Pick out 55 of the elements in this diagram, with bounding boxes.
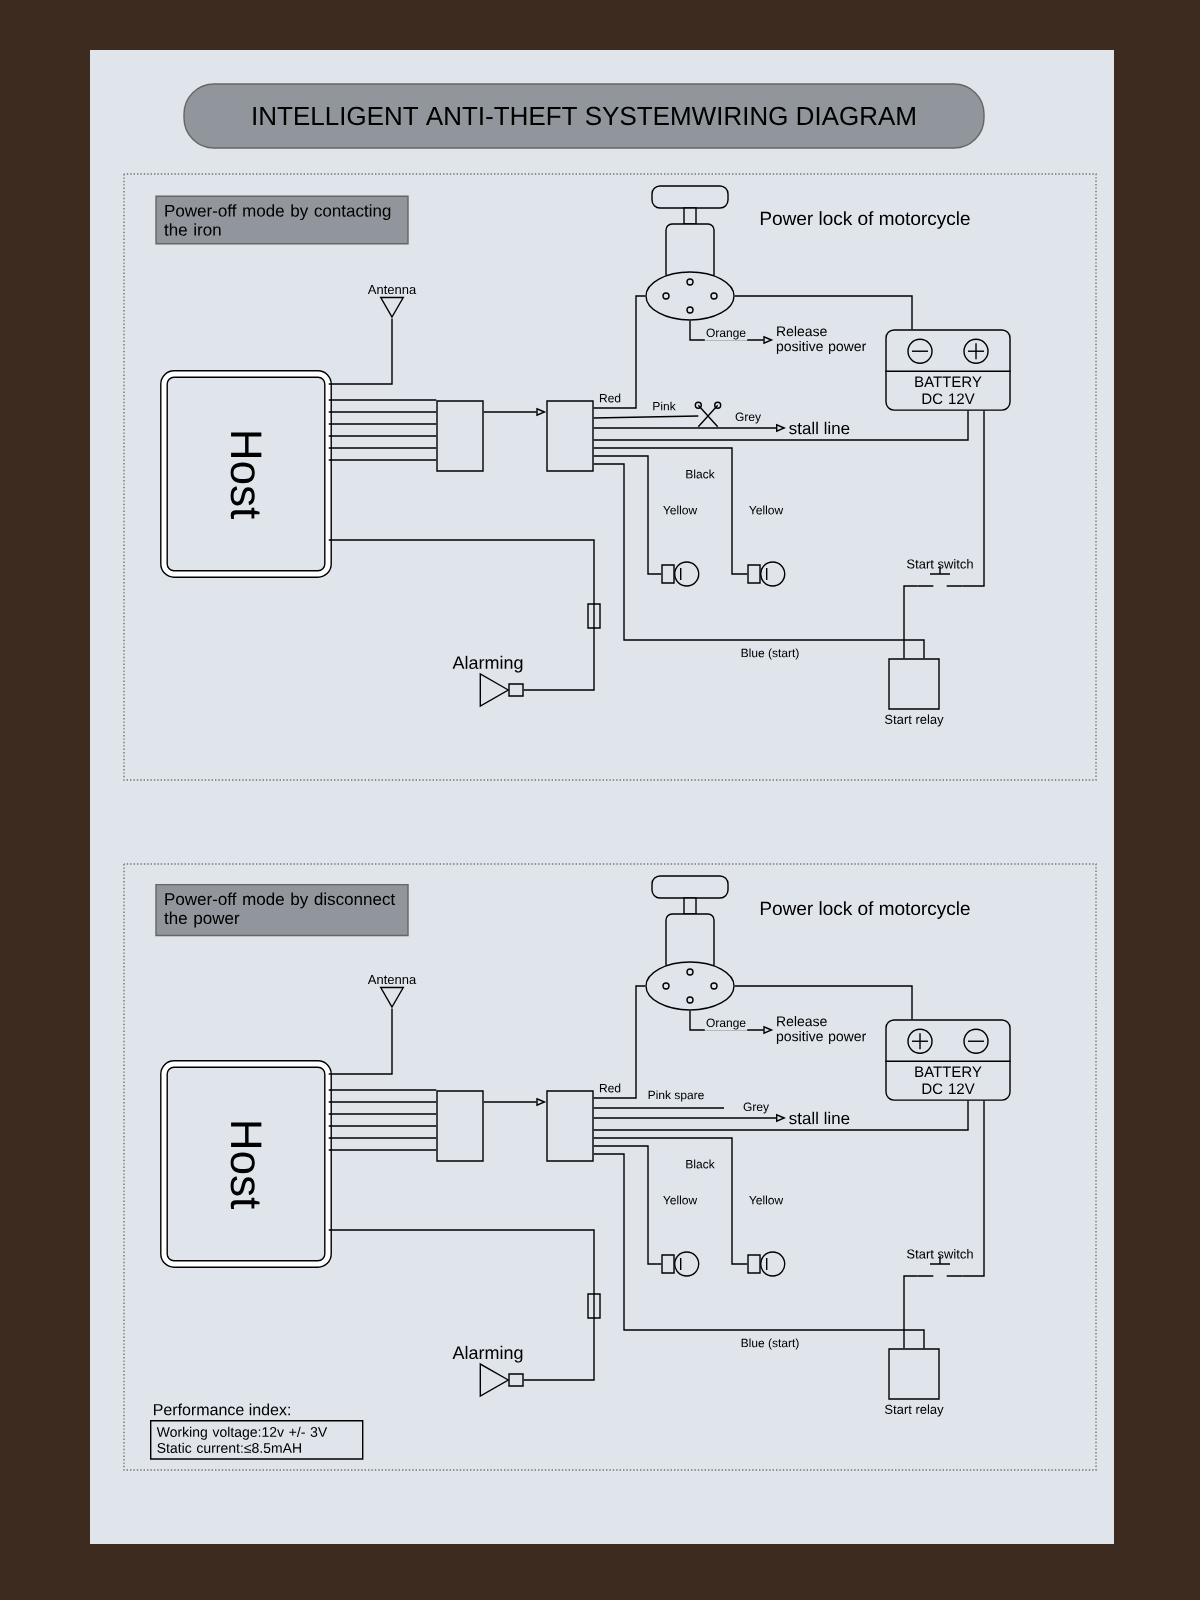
wire — [328, 447, 437, 449]
wire — [593, 1107, 725, 1109]
node-label: Alarming — [452, 1345, 523, 1363]
lamp-icon — [661, 561, 700, 587]
component-label: Power lock of motorcycle — [760, 211, 970, 229]
node-label: Alarming — [452, 655, 523, 673]
wire — [593, 1145, 662, 1265]
wire — [593, 455, 662, 575]
wire — [593, 410, 969, 441]
wire — [593, 463, 925, 659]
wire — [903, 1275, 918, 1349]
wire — [734, 985, 913, 1020]
connector-socket — [546, 400, 594, 472]
wire — [593, 1100, 969, 1131]
connector-socket — [546, 1090, 594, 1162]
wire — [593, 1137, 748, 1265]
wire — [593, 1153, 925, 1349]
lamp-icon — [747, 1251, 786, 1277]
wire — [328, 317, 393, 385]
cut-symbol — [694, 401, 722, 428]
wire — [593, 295, 646, 409]
spec-heading: Performance index: — [154, 1403, 290, 1416]
wire — [328, 411, 437, 413]
wire — [328, 435, 437, 437]
host-box: Host — [160, 370, 332, 578]
wire — [328, 1149, 437, 1151]
terminal-label: stall line — [789, 421, 850, 435]
title-banner: INTELLIGENT ANTI-THEFT SYSTEMWIRING DIAGRAM — [183, 83, 985, 149]
wire — [328, 399, 437, 401]
wire — [328, 1137, 437, 1139]
wire — [328, 459, 437, 461]
wire — [328, 1007, 393, 1075]
wire — [328, 1125, 437, 1127]
lamp-icon — [661, 1251, 700, 1277]
lamp-icon — [747, 561, 786, 587]
wire — [962, 1100, 985, 1277]
wire — [328, 1113, 437, 1115]
wire — [962, 410, 985, 587]
connector-plug — [436, 1090, 484, 1162]
wire — [328, 423, 437, 425]
wire — [593, 447, 748, 575]
wire — [593, 415, 699, 419]
component-label: Power lock of motorcycle — [760, 901, 970, 919]
wire — [903, 585, 918, 659]
terminal-label: stall line — [789, 1111, 850, 1125]
wire — [328, 539, 595, 691]
host-box: Host — [160, 1060, 332, 1268]
mode-box: Power-off mode by contacting the iron — [155, 195, 409, 245]
wire — [734, 295, 913, 330]
wire — [593, 985, 646, 1099]
wire — [328, 1229, 595, 1381]
wire — [328, 1101, 437, 1103]
connector-plug — [436, 400, 484, 472]
mode-box: Power-off mode by disconnect the power — [155, 883, 409, 937]
wire — [328, 1089, 437, 1091]
